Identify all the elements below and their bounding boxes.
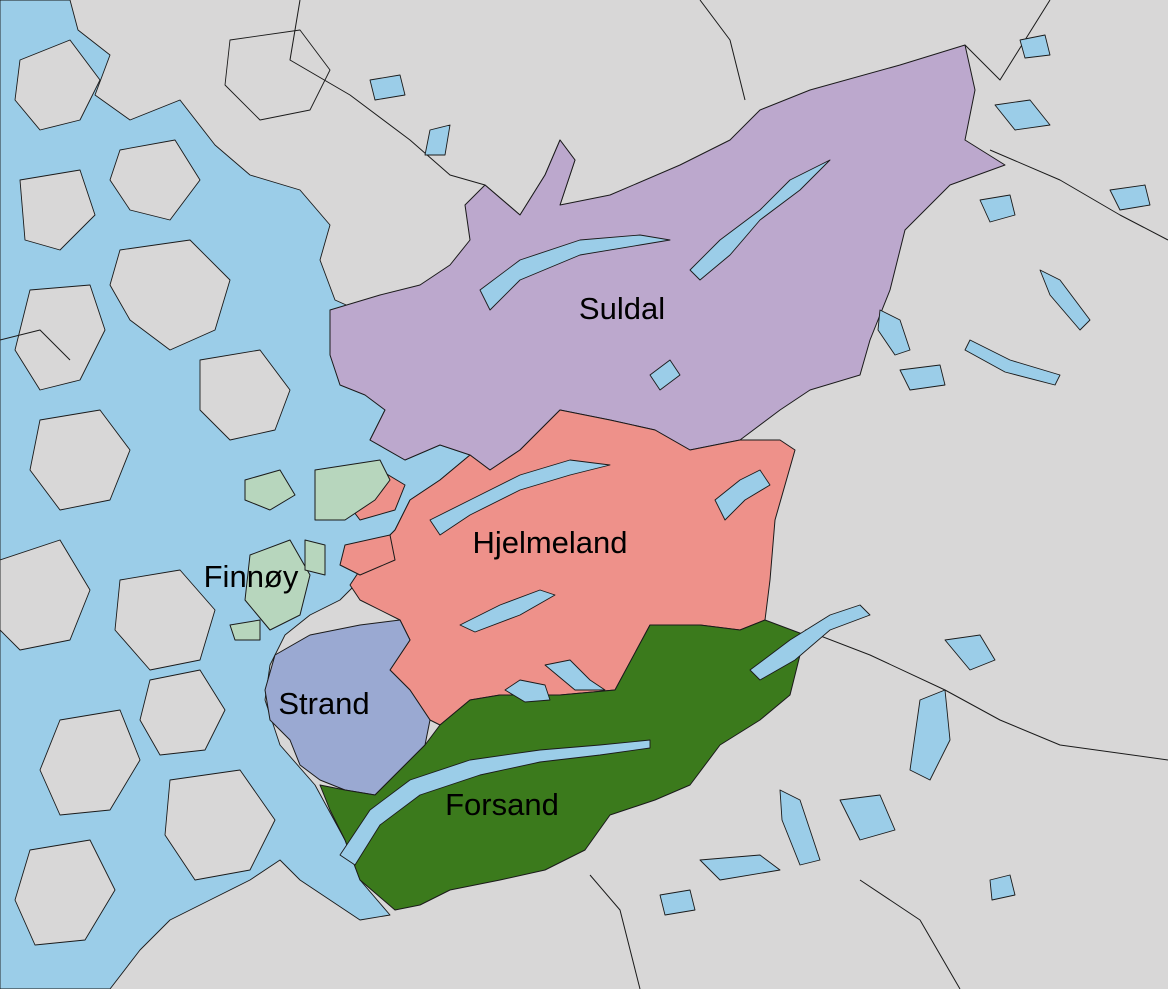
land-island-west-13 <box>14 839 116 946</box>
region-forsand <box>319 619 806 911</box>
fjord-hjelmeland-east <box>714 469 771 521</box>
label-strand: Strand <box>278 686 369 721</box>
fjord-suldal-3 <box>649 359 681 391</box>
land-island-west-10 <box>139 669 226 756</box>
border-line-south-1 <box>589 874 641 989</box>
land-island-west-7 <box>29 409 131 511</box>
land-island-west-6 <box>199 349 291 441</box>
border-line-southeast <box>804 629 1168 761</box>
land-island-west-9 <box>114 569 216 671</box>
lake-east-12 <box>1019 34 1051 59</box>
land-island-west-8 <box>0 539 91 651</box>
fjord-hjelmeland-lake <box>459 589 556 633</box>
region-suldal <box>329 44 1006 471</box>
border-line-east-2 <box>964 0 1051 81</box>
lake-east-6 <box>944 634 996 671</box>
label-suldal: Suldal <box>579 291 665 326</box>
region-finnoy-1 <box>314 459 391 521</box>
region-hjelmeland-islet <box>339 534 396 576</box>
border-line-northeast <box>699 0 746 101</box>
lake-east-9 <box>839 794 896 841</box>
label-forsand: Forsand <box>445 787 559 822</box>
fjord-hjelmeland-south <box>544 659 606 691</box>
fjord-suldal-2 <box>689 159 831 281</box>
border-line-south-2 <box>859 879 961 989</box>
border-line-west <box>0 329 71 361</box>
label-hjelmeland: Hjelmeland <box>472 525 627 560</box>
lake-south-2 <box>989 874 1016 901</box>
lake-suldal-east <box>877 309 911 356</box>
land-island-west-11 <box>39 709 141 816</box>
border-line-east-1 <box>989 149 1168 241</box>
region-finnoy-5 <box>304 539 326 576</box>
region-finnoy-3 <box>244 539 311 631</box>
lake-east-5 <box>909 689 951 781</box>
lake-east-3 <box>964 339 1061 386</box>
lake-east-fjord <box>749 604 871 681</box>
lake-east-4 <box>899 364 946 391</box>
lake-north-1 <box>424 124 451 156</box>
land-island-west-1 <box>14 39 101 131</box>
lake-east-7 <box>779 789 821 866</box>
lake-north-2 <box>369 74 406 101</box>
fjord-hjelmeland-main <box>429 459 611 536</box>
land-island-west-4 <box>109 239 231 351</box>
fjord-forsand-main <box>339 739 651 866</box>
land-island-west-2 <box>109 139 201 221</box>
label-finnoy: Finnøy <box>204 559 299 594</box>
lake-east-10 <box>1109 184 1151 211</box>
lake-east-11 <box>994 99 1051 131</box>
lake-east-2 <box>1039 269 1091 331</box>
land-island-north <box>224 29 331 121</box>
fjord-suldal-1 <box>479 234 671 311</box>
lake-east-1 <box>979 194 1016 223</box>
region-finnoy-4 <box>229 619 261 641</box>
land-island-west-3 <box>19 169 96 251</box>
fjord-forsand-north <box>504 679 551 703</box>
land-island-west-5 <box>14 284 106 391</box>
land-island-west-12 <box>164 769 276 881</box>
region-finnoy-2 <box>244 469 296 511</box>
lake-south-1 <box>659 889 696 916</box>
lake-east-8 <box>699 854 781 881</box>
